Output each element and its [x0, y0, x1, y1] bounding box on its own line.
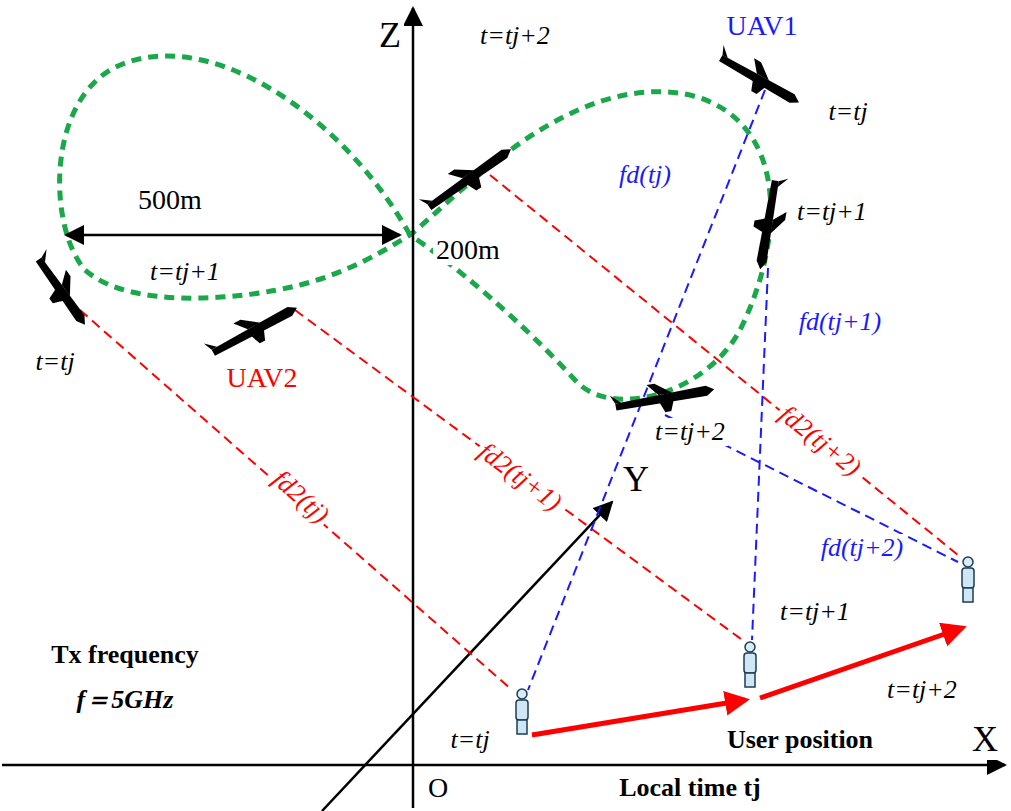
uav-silhouette: [417, 136, 519, 220]
user-legs: [963, 588, 973, 602]
user-body: [516, 700, 528, 720]
user-head: [745, 642, 755, 652]
time-label: t=tj+1: [147, 258, 223, 287]
user-group: [516, 557, 974, 734]
note-text: Local time tj: [616, 774, 764, 803]
time-label: t=tj+1: [794, 198, 870, 227]
z-axis: [412, 8, 415, 808]
uav-body: [719, 53, 802, 107]
uav-name: UAV2: [223, 363, 300, 394]
uav-body: [426, 145, 514, 211]
dimension-label: 500m: [135, 185, 205, 216]
uav2-doppler-lines: [80, 175, 958, 690]
axis-label: Y: [620, 460, 652, 500]
time-label: t=tj+2: [477, 22, 553, 51]
doppler-label: fd(tj+2): [818, 534, 907, 563]
doppler-label: fd2(tj): [264, 463, 336, 532]
user-head: [963, 557, 973, 567]
time-label: t=tj: [825, 98, 870, 127]
note-text: Tx frequency: [48, 641, 202, 670]
uav-wing: [609, 381, 675, 421]
uav-wing: [417, 160, 485, 220]
y-axis: [322, 502, 612, 811]
doppler-label: fd(tj+1): [796, 308, 885, 337]
time-label: t=tj+2: [652, 418, 728, 447]
doppler-line: [295, 310, 745, 642]
uav-name: UAV1: [723, 11, 800, 42]
axis-label: Z: [376, 16, 404, 56]
movement-arrow: [532, 700, 745, 735]
uav-silhouette: [609, 374, 717, 422]
note-text: f＝5GHz: [74, 686, 177, 715]
uav-wing: [202, 312, 269, 366]
dimension-label: 200m: [433, 235, 503, 266]
user-legs: [517, 720, 527, 734]
user-figure: [962, 557, 974, 602]
uav-wing: [711, 42, 775, 96]
uav-silhouette: [746, 174, 792, 272]
time-label: t=tj: [32, 348, 77, 377]
x-axis: [2, 764, 1005, 767]
axis-label: X: [969, 720, 1001, 760]
uav-group: [25, 42, 807, 422]
user-movement: [532, 628, 962, 735]
uav-silhouette: [25, 247, 98, 333]
uav-silhouette: [202, 294, 303, 367]
time-label: t=tj+2: [884, 676, 960, 705]
doppler-line: [80, 310, 512, 690]
user-legs: [745, 673, 755, 687]
user-figure: [516, 689, 528, 734]
user-head: [517, 689, 527, 699]
uav-body: [35, 256, 89, 327]
user-figure: [744, 642, 756, 687]
time-label: t=tj+1: [777, 598, 853, 627]
user-body: [962, 568, 974, 588]
uav-silhouette: [711, 42, 807, 115]
user-body: [744, 653, 756, 673]
doppler-line: [528, 90, 765, 690]
uav-wing: [753, 174, 792, 235]
dimension-arrow: [66, 234, 400, 237]
doppler-line: [752, 268, 768, 640]
origin-label: O: [425, 773, 451, 804]
uav-wing: [25, 247, 79, 307]
note-text: User position: [724, 726, 876, 755]
doppler-label: fd2(tj+1): [471, 435, 570, 519]
doppler-label: fd2(tj+2): [771, 398, 868, 484]
time-label: t=tj: [447, 726, 492, 755]
uav1-doppler-lines: [528, 90, 958, 690]
uav-body: [211, 303, 300, 356]
doppler-label: fd(tj): [616, 161, 674, 190]
